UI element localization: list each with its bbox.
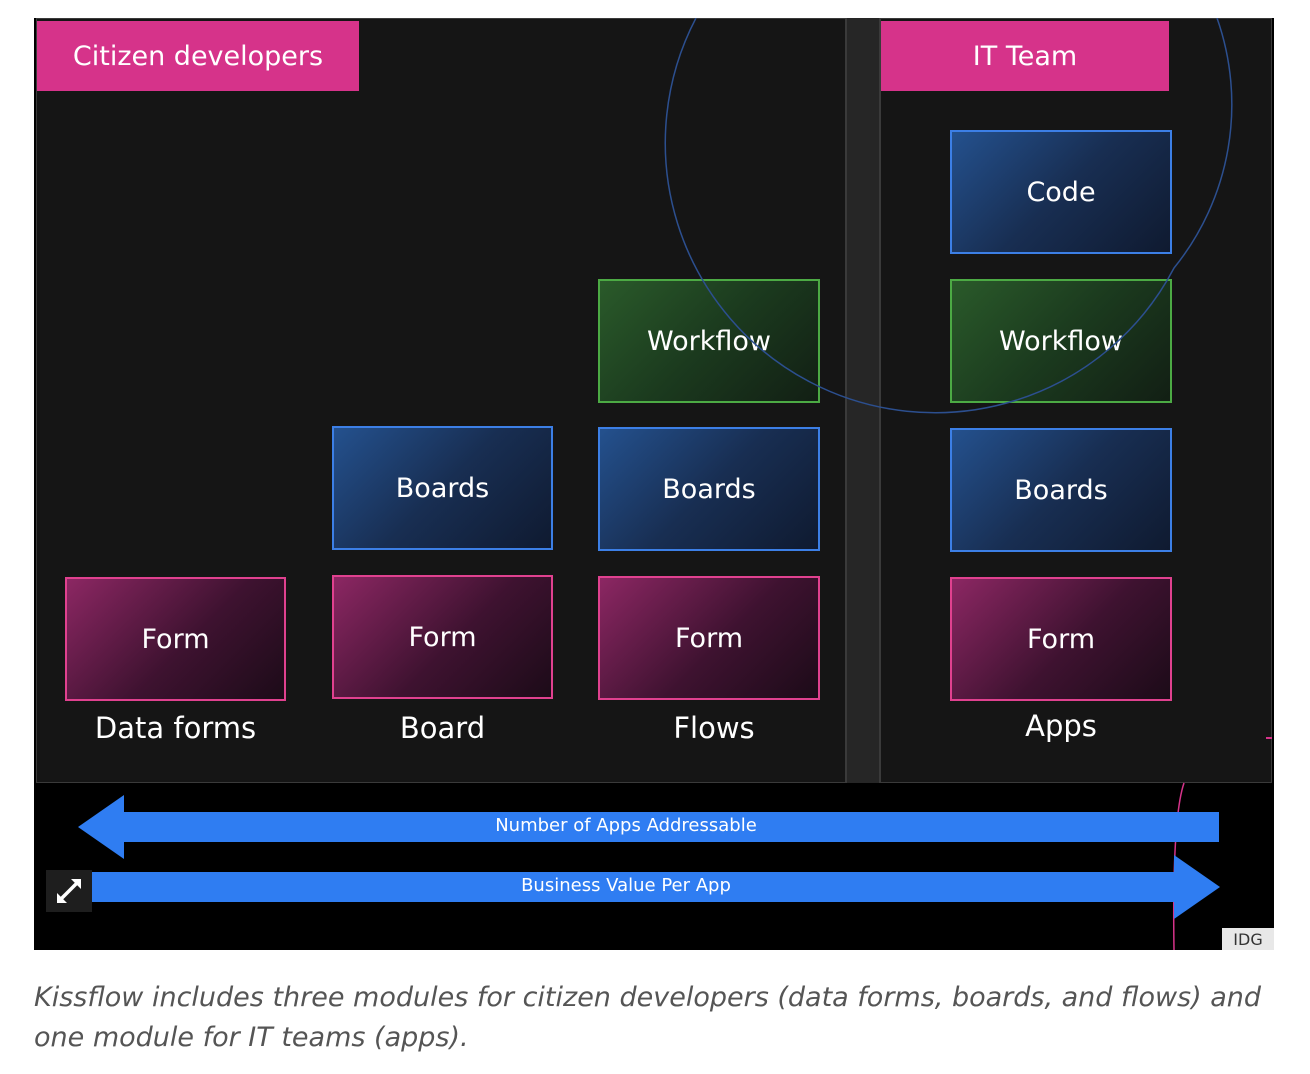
flows-label: Flows (673, 711, 755, 745)
image-credit: IDG (1222, 928, 1274, 950)
figure-caption: Kissflow includes three modules for citi… (34, 982, 1262, 1053)
citizen-developers-panel: Citizen developers Form Data forms Board… (36, 18, 846, 783)
apps-label: Apps (1025, 709, 1097, 743)
citizen-developers-header: Citizen developers (37, 21, 359, 91)
flows-form-block: Form (598, 576, 820, 700)
board-label: Board (399, 711, 486, 745)
decorative-circle-lines (664, 18, 1272, 950)
right-arrow-label: Business Value Per App (521, 875, 731, 896)
left-arrow (78, 795, 1219, 859)
flows-workflow-block: Workflow (598, 279, 820, 403)
flows-boards-block: Boards (598, 427, 820, 551)
board-boards-block: Boards (332, 426, 553, 550)
apps-code-block: Code (950, 130, 1172, 254)
apps-boards-block: Boards (950, 428, 1172, 552)
left-arrow-label: Number of Apps Addressable (495, 815, 757, 836)
board-form-block: Form (332, 575, 553, 699)
panel-divider (846, 18, 880, 783)
expand-icon (57, 879, 81, 903)
it-team-header: IT Team (881, 21, 1169, 91)
kissflow-diagram: Citizen developers Form Data forms Board… (34, 18, 1274, 950)
arrows-area (78, 795, 1220, 919)
data-forms-form-block: Form (65, 577, 286, 701)
expand-button[interactable] (46, 870, 92, 912)
data-forms-label: Data forms (94, 711, 257, 745)
right-arrow (92, 855, 1220, 919)
it-team-panel: IT Team Code Workflow Boards Form Apps (880, 18, 1272, 783)
apps-form-block: Form (950, 577, 1172, 701)
